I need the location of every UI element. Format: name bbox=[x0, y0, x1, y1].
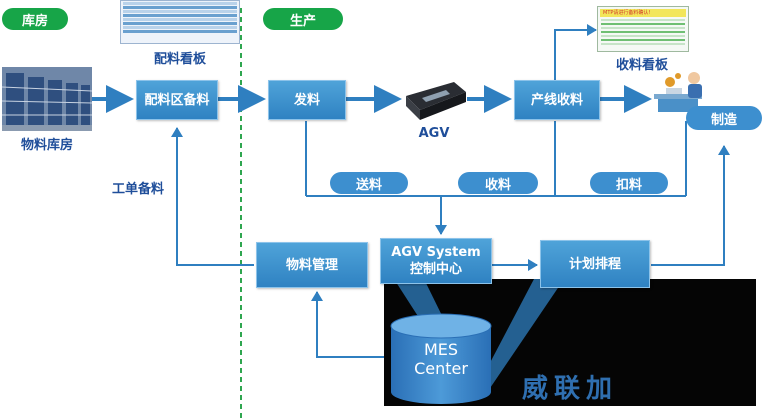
agv-vehicle-image bbox=[406, 82, 466, 120]
receive-label: 收料 bbox=[484, 177, 511, 193]
mes-label-line1: MES bbox=[423, 340, 459, 359]
agv-label: AGV bbox=[418, 126, 450, 141]
line-receiving-box: 产线收料 bbox=[514, 80, 600, 120]
deliver-label: 送料 bbox=[355, 177, 382, 193]
kitting-board-label: 配料看板 bbox=[153, 52, 206, 67]
agv-system-box: AGV System 控制中心 bbox=[380, 238, 492, 284]
receiving-board-banner: MTP请进行备料确认! bbox=[600, 9, 686, 17]
deliver-tag: 送料 bbox=[330, 172, 408, 194]
watermark-text: 威联加 bbox=[522, 374, 619, 404]
agv-system-label-line1: AGV System bbox=[391, 245, 481, 260]
receive-tag: 收料 bbox=[458, 172, 538, 194]
manufacturing-label: 制造 bbox=[710, 112, 737, 128]
arrow-mgmt-to-kitting bbox=[171, 127, 254, 266]
dispatch-label: 发料 bbox=[293, 92, 320, 108]
arrow-to-receiving-board bbox=[554, 24, 597, 82]
kitting-area-label: 配料区备料 bbox=[144, 92, 210, 108]
kitting-area-box: 配料区备料 bbox=[136, 80, 218, 120]
work-order-kitting-label: 工单备料 bbox=[111, 182, 164, 197]
zone-production-pill: 生产 bbox=[263, 8, 343, 30]
zone-warehouse-pill: 库房 bbox=[2, 8, 68, 30]
warehouse-shelves-image bbox=[2, 67, 92, 131]
receiving-board-screenshot: MTP请进行备料确认! bbox=[597, 6, 689, 52]
arrow-mes-to-mgmt bbox=[311, 291, 390, 358]
deduct-tag: 扣料 bbox=[590, 172, 668, 194]
dispatch-box: 发料 bbox=[268, 80, 346, 120]
manufacturing-box: 制造 bbox=[686, 106, 762, 130]
deduct-label: 扣料 bbox=[615, 177, 642, 193]
planning-label: 计划排程 bbox=[568, 256, 621, 272]
mes-label: MES Center bbox=[388, 340, 494, 378]
line-receiving-label: 产线收料 bbox=[530, 92, 583, 108]
zone-warehouse-label: 库房 bbox=[21, 13, 48, 29]
mes-label-line2: Center bbox=[414, 359, 468, 378]
arrow-planning-to-manufacturing bbox=[651, 145, 730, 266]
agv-system-label-line2: 控制中心 bbox=[409, 262, 462, 277]
kitting-board-screenshot bbox=[120, 0, 240, 44]
zone-production-label: 生产 bbox=[289, 13, 316, 29]
material-warehouse-label: 物料库房 bbox=[20, 138, 73, 153]
worker-icon bbox=[654, 72, 702, 112]
planning-box: 计划排程 bbox=[540, 240, 650, 288]
material-mgmt-label: 物料管理 bbox=[285, 257, 338, 273]
material-mgmt-box: 物料管理 bbox=[256, 242, 368, 288]
receiving-board-label: 收料看板 bbox=[615, 58, 668, 73]
mes-database-cylinder bbox=[390, 313, 492, 404]
